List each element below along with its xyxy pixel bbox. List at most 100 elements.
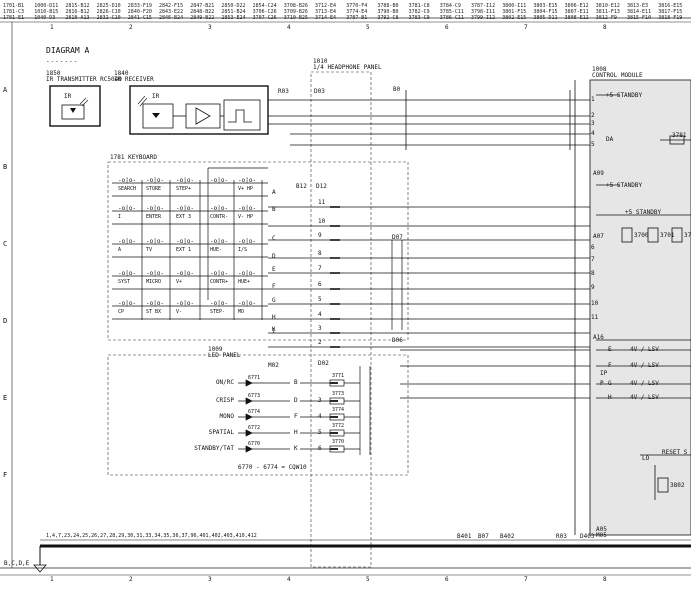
control-pin-number: 3 — [591, 120, 595, 127]
key-switch-symbol: -o|o- — [238, 300, 257, 307]
led-panel-name: LED PANEL — [208, 352, 241, 359]
lsv-label: 4V / LSV — [630, 346, 659, 353]
diagram-title-underline: ------- — [46, 58, 79, 65]
ir-rx-label: IR — [152, 93, 160, 100]
key-switch-symbol: -o|o- — [118, 300, 137, 307]
led-letter: F — [294, 413, 298, 420]
key-switch-symbol: -o|o- — [210, 205, 229, 212]
control-a07: A07 — [593, 233, 604, 240]
grid-number-bottom: 4 — [287, 576, 291, 583]
control-pin-number: 4 — [591, 130, 595, 137]
led-resistor: 3772 — [332, 423, 345, 429]
led-resistor: 3774 — [332, 407, 345, 413]
key-label: STEP+ — [176, 186, 192, 192]
connector-pin: 7 — [318, 265, 322, 272]
headphone-r03: R03 — [278, 88, 289, 95]
bus-b402: B402 — [500, 533, 515, 540]
grid-number-bottom: 2 — [129, 576, 133, 583]
led-letter: B — [294, 379, 298, 386]
ir-rx-ref: 1840 — [114, 70, 129, 77]
grid-number-bottom: 3 — [208, 576, 212, 583]
led-ref: 6774 — [248, 409, 261, 415]
connector-pin: 9 — [318, 232, 322, 239]
key-label: CONTR+ — [210, 279, 229, 285]
led-pin: 3 — [318, 397, 322, 404]
key-switch-symbol: -o|o- — [146, 300, 165, 307]
keyboard-row-letter: D — [272, 253, 276, 260]
led-letter: D — [294, 397, 298, 404]
grid-row-letter: D — [3, 317, 8, 325]
lsv-letter: G — [608, 380, 612, 387]
grid-number-top: 5 — [366, 24, 370, 31]
grid-number-bottom: 6 — [445, 576, 449, 583]
lsv-letter: H — [608, 394, 612, 401]
ir-tx-ref: 1850 — [46, 70, 61, 77]
key-label: I/S — [238, 247, 248, 253]
lsv-label: 4V / LSV — [630, 380, 659, 387]
control-r3802: 3802 — [670, 482, 685, 489]
key-label: ST BX — [146, 309, 162, 315]
led-panel-m02: M02 — [268, 362, 279, 369]
key-label: EXT 1 — [176, 247, 192, 253]
led-diode — [245, 429, 253, 437]
keyboard-row-letter: B — [272, 206, 276, 213]
key-switch-symbol: -o|o- — [118, 177, 137, 184]
connector-pin: 3 — [318, 325, 322, 332]
diagram-title: DIAGRAM A — [46, 46, 90, 55]
led-diode — [245, 397, 253, 405]
connector-d07: D07 — [392, 234, 403, 241]
connector-d06: D06 — [392, 337, 403, 344]
keyboard-row-letter: E — [272, 266, 276, 273]
control-standby-1: +5 STANDBY — [606, 92, 643, 99]
key-switch-symbol: -o|o- — [118, 238, 137, 245]
key-label: I — [118, 214, 122, 220]
grid-number-top: 6 — [445, 24, 449, 31]
led-note: 6770 - 6774 = CQW10 — [238, 464, 307, 471]
connector-pin: 10 — [318, 218, 326, 225]
grid-number-top: 7 — [524, 24, 528, 31]
grid-number-bottom: 7 — [524, 576, 528, 583]
key-switch-symbol: -o|o- — [176, 177, 195, 184]
connector-b12-a: B12 — [296, 183, 307, 190]
keyboard-row-letter: I — [272, 328, 276, 335]
keyboard-ref: 1781 — [110, 154, 125, 161]
keyboard-row-letter: G — [272, 297, 276, 304]
key-label: HUE- — [210, 247, 223, 253]
grid-row-letter: E — [3, 394, 8, 402]
key-switch-symbol: -o|o- — [176, 300, 195, 307]
headphone-ref: 1010 — [313, 58, 328, 65]
key-switch-symbol: -o|o- — [210, 177, 229, 184]
lsv-letter: F — [608, 362, 612, 369]
lsv-label: 4V / LSV — [630, 394, 659, 401]
key-label: TV — [146, 247, 153, 253]
led-resistor: 3771 — [332, 373, 345, 379]
bus-b07: B07 — [478, 533, 489, 540]
grid-number-top: 8 — [603, 24, 607, 31]
headphone-d03: D03 — [314, 88, 325, 95]
key-label: CP — [118, 309, 125, 315]
led-resistor: 3770 — [332, 439, 345, 445]
lsv-letter: E — [608, 346, 612, 353]
grid-row-letter: F — [3, 471, 8, 479]
key-switch-symbol: -o|o- — [238, 238, 257, 245]
control-ip: IP — [600, 370, 608, 377]
bus-gnd: B,C,D,E — [4, 560, 30, 567]
ir-tx-name: IR TRANSMITTER RC5040 — [46, 76, 122, 83]
key-switch-symbol: -o|o- — [176, 205, 195, 212]
led-label: CRISP — [215, 397, 234, 404]
led-pin: 6 — [318, 445, 322, 452]
control-r3700: 3700 — [634, 232, 649, 239]
connector-pin: 2 — [318, 339, 322, 346]
bus-b401: B401 — [457, 533, 472, 540]
key-label: MO — [238, 309, 245, 315]
control-r3781: 3781 — [672, 132, 687, 139]
key-label: CONTR- — [210, 214, 229, 220]
bus-pin-list: 1,4,7,23,24,25,26,27,28,29,30,31,33,34,3… — [46, 533, 257, 539]
grid-number-top: 4 — [287, 24, 291, 31]
key-label: V- — [176, 309, 183, 315]
control-r3702: 3702 — [684, 232, 691, 239]
control-pin-number: 6 — [591, 244, 595, 251]
control-lo: LO — [642, 455, 650, 462]
keyboard-name: KEYBOARD — [128, 154, 157, 161]
